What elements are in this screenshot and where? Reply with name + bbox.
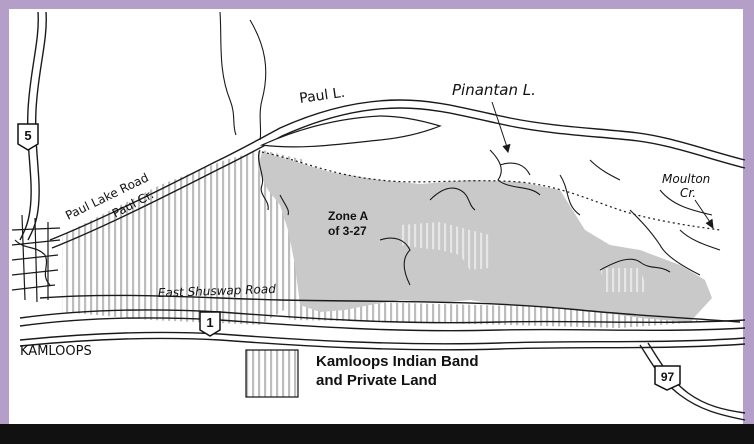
zone-a-label-line1: Zone A <box>328 209 369 223</box>
zone-a-inset-hatch-2 <box>600 268 648 292</box>
paul-lake-shape <box>259 115 442 148</box>
legend-text-line1: Kamloops Indian Band <box>316 353 479 370</box>
shield-5-number: 5 <box>24 128 31 143</box>
highway-shield-1: 1 <box>199 311 221 337</box>
paul-lake-label: Paul L. <box>298 85 346 107</box>
highway-97-road <box>639 342 746 421</box>
east-shuswap-road-line <box>39 294 741 323</box>
moulton-creek-label-line1: Moulton <box>662 172 710 186</box>
kamloops-street-grid <box>11 214 61 303</box>
bottom-band <box>0 424 754 444</box>
moulton-creek-label-line2: Cr. <box>680 186 696 200</box>
shield-97-number: 97 <box>661 370 675 384</box>
zone-boundary-dotted <box>261 151 721 231</box>
zone-a-label-line2: of 3-27 <box>328 224 367 238</box>
zone-a-inset-hatch <box>400 222 490 270</box>
private-land-area <box>62 150 305 325</box>
pinantan-pointer-arrow <box>491 101 511 154</box>
pinantan-lake-label: Pinantan L. <box>452 81 536 99</box>
legend-text-line2: and Private Land <box>316 372 437 389</box>
stream-network <box>219 11 721 286</box>
highway-shield-5: 5 <box>17 123 39 151</box>
highway-1-corridor <box>19 309 746 351</box>
legend-swatch <box>245 349 299 398</box>
shield-1-number: 1 <box>206 315 213 330</box>
legend: Kamloops Indian Band and Private Land <box>245 349 479 398</box>
paul-lake-road-line <box>49 99 746 249</box>
moulton-pointer-arrow <box>694 199 714 230</box>
east-shuswap-road-label: East Shuswap Road <box>158 282 277 300</box>
highway-shield-97: 97 <box>654 365 681 391</box>
kamloops-label: KAMLOOPS <box>20 344 92 359</box>
